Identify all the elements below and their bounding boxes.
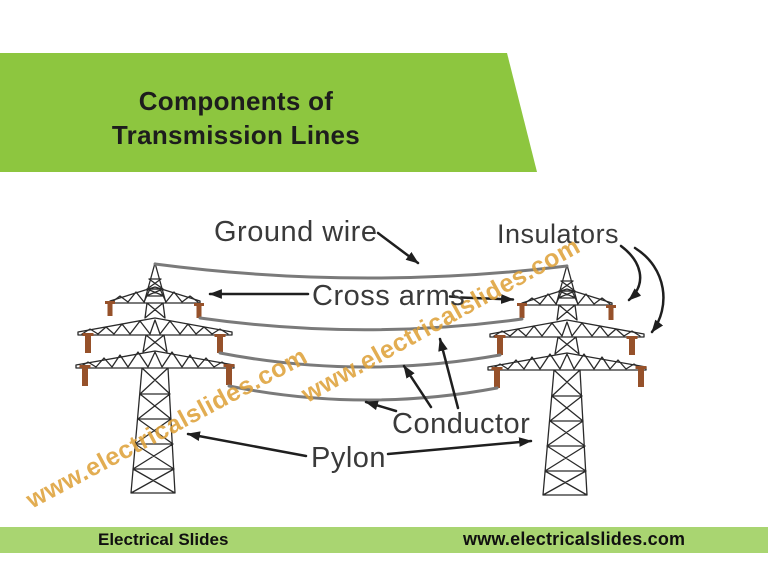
conductor-wire-1	[198, 316, 524, 332]
label-cross-arms: Cross arms	[312, 280, 466, 312]
insulators-arrow-2	[633, 246, 665, 334]
insulator	[217, 335, 223, 353]
cross-arms-dash	[448, 295, 459, 299]
slide-title-line2: Transmission Lines	[111, 120, 361, 150]
footer-bar	[0, 527, 768, 553]
conductor-arrow-1	[364, 400, 398, 413]
cross-arm-top-lattice	[111, 288, 199, 303]
conductor-arrow-2	[402, 364, 433, 409]
slide-title: Components of Transmission Lines	[0, 84, 472, 152]
cross-arms-arrow-right	[459, 294, 515, 304]
pylon-arrow-right	[386, 437, 533, 456]
footer-brand: Electrical Slides	[98, 530, 229, 549]
pylon-left	[75, 262, 235, 494]
title-banner	[0, 53, 537, 172]
pylon-arrow-left	[186, 431, 308, 458]
ground-wire-arrow	[376, 231, 420, 265]
conductor-arrow-3	[438, 337, 460, 410]
footer-website: www.electricalslides.com	[463, 529, 686, 549]
insulator	[85, 334, 91, 353]
conductor-wire-3	[227, 384, 499, 402]
insulator	[107, 302, 113, 316]
label-pylon: Pylon	[311, 442, 387, 474]
insulator	[226, 365, 232, 385]
insulator	[196, 304, 202, 318]
label-ground-wire: Ground wire	[214, 216, 378, 248]
pylon-lattice	[75, 262, 235, 494]
annotation-arrows	[186, 231, 665, 458]
slide-title-line1: Components of	[138, 86, 334, 116]
cross-arm-low-lattice	[79, 351, 231, 368]
label-conductor: Conductor	[392, 408, 531, 440]
wires	[153, 262, 569, 402]
label-insulators: Insulators	[497, 219, 620, 249]
conductor-wire-2	[218, 351, 502, 369]
insulator	[82, 366, 88, 386]
cross-arm-mid-lattice	[81, 319, 229, 335]
insulators-group	[79, 301, 235, 386]
ground-wire-line	[153, 262, 569, 280]
insulators-arrow-1	[619, 244, 642, 302]
